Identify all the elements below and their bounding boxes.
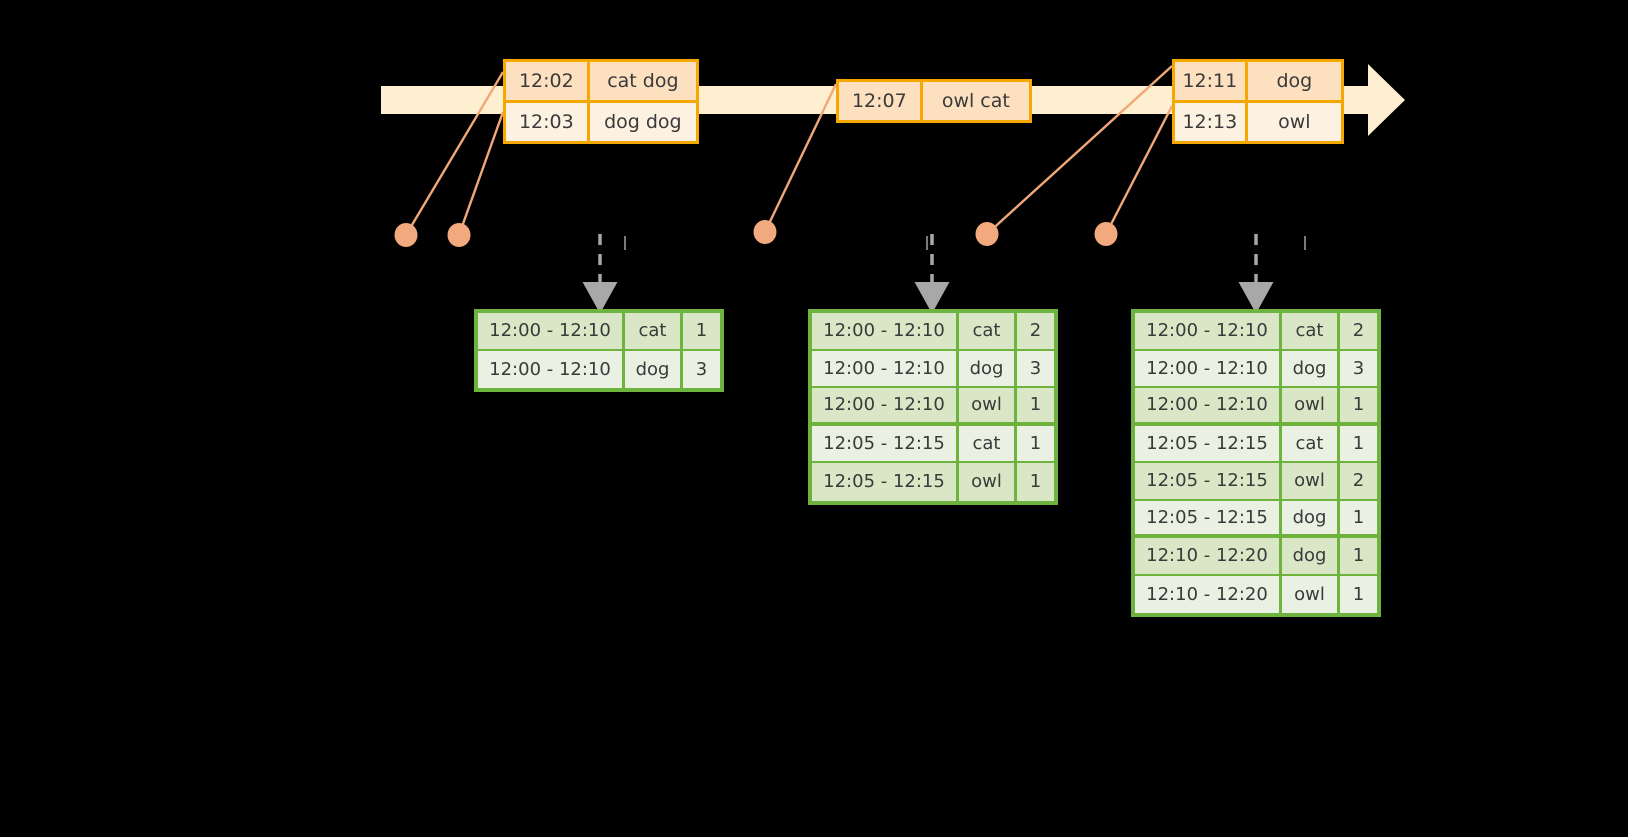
window-cell: 12:05 - 12:15 — [1135, 463, 1279, 499]
count-cell: 3 — [680, 350, 720, 388]
word-cell: dog — [1279, 350, 1337, 386]
word-cell: cat — [956, 425, 1014, 461]
timeline-event-group-2[interactable]: 12:07 owl cat — [836, 79, 1032, 123]
word-cell: owl — [1279, 575, 1337, 613]
window-cell: 12:00 - 12:10 — [478, 313, 622, 349]
timeline-event-group-3[interactable]: 12:11 dog 12:13 owl — [1172, 59, 1344, 144]
event-time: 12:02 — [518, 70, 574, 92]
count-cell: 1 — [1337, 575, 1377, 613]
window-cell: 12:00 - 12:10 — [478, 350, 622, 388]
timeline-event-row[interactable]: 12:03 dog dog — [506, 100, 696, 141]
count-cell: 1 — [1337, 538, 1377, 574]
connector-dot-2 — [447, 223, 471, 247]
window-cell: 12:05 - 12:15 — [1135, 500, 1279, 534]
dashed-arrows — [582, 234, 1274, 314]
window-cell: 12:00 - 12:10 — [1135, 350, 1279, 386]
window-cell: 12:05 - 12:15 — [812, 463, 956, 501]
count-cell: 2 — [1014, 313, 1054, 349]
word-cell: owl — [956, 463, 1014, 501]
timeline-event-row[interactable]: 12:13 owl — [1175, 100, 1341, 141]
connector-dot-4 — [975, 222, 999, 246]
event-time: 12:13 — [1182, 111, 1238, 133]
event-words: dog — [1244, 62, 1341, 100]
count-cell: 2 — [1337, 463, 1377, 499]
connector-dot-3 — [753, 220, 777, 244]
connector-dot-5 — [1094, 222, 1118, 246]
window-cell: 12:00 - 12:10 — [812, 388, 956, 422]
event-time: 12:03 — [518, 111, 574, 133]
window-cell: 12:00 - 12:10 — [1135, 313, 1279, 349]
word-cell: cat — [956, 313, 1014, 349]
word-cell: owl — [1279, 463, 1337, 499]
window-cell: 12:00 - 12:10 — [1135, 388, 1279, 422]
event-words: owl cat — [919, 82, 1029, 120]
word-cell: dog — [1279, 538, 1337, 574]
count-cell: 1 — [1014, 463, 1054, 501]
event-words: cat dog — [586, 62, 696, 100]
count-cell: 3 — [1014, 350, 1054, 386]
event-words: owl — [1244, 103, 1341, 141]
event-words: dog dog — [586, 103, 696, 141]
count-cell: 1 — [1337, 425, 1377, 461]
window-cell: 12:05 - 12:15 — [1135, 425, 1279, 461]
event-time: 12:11 — [1182, 70, 1238, 92]
window-cell: 12:05 - 12:15 — [812, 425, 956, 461]
count-cell: 2 — [1337, 313, 1377, 349]
timeline-event-row[interactable]: 12:07 owl cat — [839, 82, 1029, 120]
window-cell: 12:10 - 12:20 — [1135, 538, 1279, 574]
word-cell: owl — [1279, 388, 1337, 422]
window-cell: 12:00 - 12:10 — [812, 313, 956, 349]
count-cell: 1 — [1014, 425, 1054, 461]
event-time: 12:07 — [851, 90, 907, 112]
timeline-event-row[interactable]: 12:02 cat dog — [506, 62, 696, 100]
count-cell: 1 — [1014, 388, 1054, 422]
window-cell: 12:00 - 12:10 — [812, 350, 956, 386]
connector-dots — [394, 220, 1118, 247]
timeline-ticks — [624, 236, 1306, 250]
word-cell: cat — [1279, 313, 1337, 349]
window-cell: 12:10 - 12:20 — [1135, 575, 1279, 613]
word-cell: cat — [622, 313, 680, 349]
timeline-event-group-1[interactable]: 12:02 cat dog 12:03 dog dog — [503, 59, 699, 144]
word-cell: dog — [956, 350, 1014, 386]
count-cell: 1 — [680, 313, 720, 349]
word-cell: dog — [622, 350, 680, 388]
word-cell: dog — [1279, 500, 1337, 534]
count-cell: 3 — [1337, 350, 1377, 386]
word-cell: cat — [1279, 425, 1337, 461]
connector-dot-1 — [394, 223, 418, 247]
timeline-event-row[interactable]: 12:11 dog — [1175, 62, 1341, 100]
count-cell: 1 — [1337, 500, 1377, 534]
word-cell: owl — [956, 388, 1014, 422]
count-cell: 1 — [1337, 388, 1377, 422]
